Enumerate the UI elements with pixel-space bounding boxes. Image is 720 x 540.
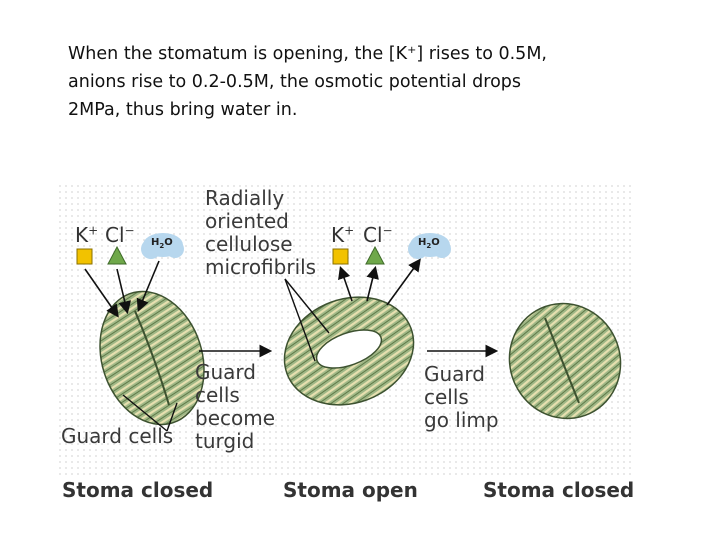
caption-strip	[57, 475, 635, 503]
uptake-arrow-water	[136, 260, 160, 312]
chloride-triangle-left	[107, 245, 127, 265]
potassium-square-left	[76, 248, 93, 265]
uptake-arrow-cl	[116, 268, 132, 315]
guard-cells-label: Guard cells	[61, 424, 174, 448]
guard-cell-pointer-2	[166, 402, 178, 432]
turgid-label-line-2: cells	[195, 383, 240, 407]
turgid-label-line-1: Guard	[195, 360, 256, 384]
chloride-label-middle: Cl−	[363, 223, 393, 247]
microfibril-label-line-3: cellulose	[205, 232, 293, 256]
microfibril-label-line-4: microfibrils	[205, 255, 317, 279]
headline-line-1: When the stomatum is opening, the [K⁺] r…	[68, 44, 547, 64]
caption-stoma-closed-left: Stoma closed	[62, 478, 214, 502]
microfibril-label: Radially oriented cellulose microfibrils	[205, 187, 316, 279]
limp-label-line-2: cells	[424, 385, 469, 409]
microfibril-label-line-1: Radially	[205, 186, 285, 210]
microfibril-label-line-2: oriented	[205, 209, 289, 233]
potassium-label-middle: K+	[331, 223, 355, 247]
guard-cells-closed-right	[508, 302, 622, 420]
diagram-graphics	[57, 183, 635, 503]
guard-cell-pointer-1	[122, 394, 168, 432]
headline-line-3: 2MPa, thus bring water in.	[68, 100, 298, 120]
stomata-diagram: K+ Cl− H2O K+ Cl− H2O Radially oriented …	[57, 183, 635, 503]
water-cloud-left	[141, 233, 184, 259]
chloride-triangle-middle	[365, 245, 385, 265]
caption-stoma-closed-right: Stoma closed	[483, 478, 635, 502]
uptake-arrow-k	[84, 268, 119, 318]
loss-arrow-cl	[366, 265, 379, 302]
turgid-label-line-3: become	[195, 406, 276, 430]
potassium-label-left: K+	[75, 223, 99, 247]
water-label-middle: H2O	[418, 237, 440, 250]
headline-text: When the stomatum is opening, the [K⁺] r…	[68, 40, 668, 124]
limp-label-line-3: go limp	[424, 408, 499, 432]
chloride-label-left: Cl−	[105, 223, 135, 247]
caption-stoma-open: Stoma open	[283, 478, 418, 502]
guard-cells-open	[283, 296, 415, 406]
loss-arrow-water	[386, 258, 421, 306]
water-cloud-middle	[408, 233, 451, 259]
turgid-label: Guard cells become turgid	[195, 361, 275, 453]
guard-cells-closed-left	[99, 290, 205, 426]
loss-arrow-k	[338, 265, 353, 302]
limp-label-line-1: Guard	[424, 362, 485, 386]
microfibril-pointer-2	[284, 278, 316, 362]
limp-label: Guard cells go limp	[424, 363, 499, 432]
potassium-square-middle	[332, 248, 349, 265]
water-label-left: H2O	[151, 237, 173, 250]
headline-line-2: anions rise to 0.2-0.5M, the osmotic pot…	[68, 72, 522, 92]
turgid-label-line-4: turgid	[195, 429, 255, 453]
microfibril-pointer-1	[284, 278, 330, 334]
